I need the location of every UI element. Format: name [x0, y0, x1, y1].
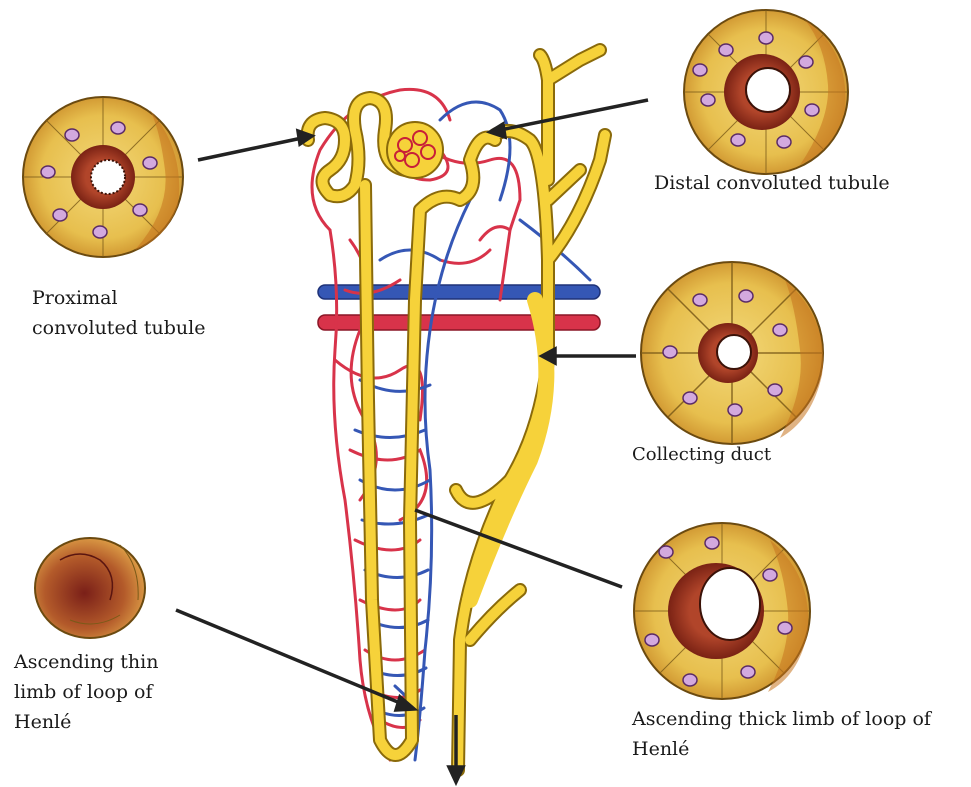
- collecting-duct-section: [641, 262, 823, 444]
- label-thin-line-2: limb of loop of: [14, 677, 158, 707]
- label-thin-line-1: Ascending thin: [14, 647, 158, 677]
- label-collecting-duct: Collecting duct: [632, 440, 771, 470]
- thick-limb-section: [634, 523, 810, 699]
- glomerulus: [387, 122, 443, 178]
- thin-limb-section: [35, 538, 145, 638]
- label-proximal-line-2: convoluted tubule: [32, 313, 205, 343]
- label-thick-line-1: Ascending thick limb of loop of: [632, 704, 931, 734]
- label-thick-line-2: Henlé: [632, 734, 931, 764]
- label-ascending-thick-limb: Ascending thick limb of loop of Henlé: [632, 704, 931, 764]
- label-distal-line-1: Distal convoluted tubule: [654, 168, 890, 198]
- nephron-tubules: [308, 50, 605, 770]
- label-proximal-line-1: Proximal: [32, 283, 205, 313]
- label-distal-convoluted-tubule: Distal convoluted tubule: [654, 168, 890, 198]
- distal-tubule-section: [684, 10, 848, 174]
- label-thin-line-3: Henlé: [14, 707, 158, 737]
- proximal-tubule-section: [23, 97, 183, 257]
- label-proximal-convoluted-tubule: Proximal convoluted tubule: [32, 283, 205, 343]
- label-ascending-thin-limb: Ascending thin limb of loop of Henlé: [14, 647, 158, 737]
- label-collecting-line-1: Collecting duct: [632, 440, 771, 470]
